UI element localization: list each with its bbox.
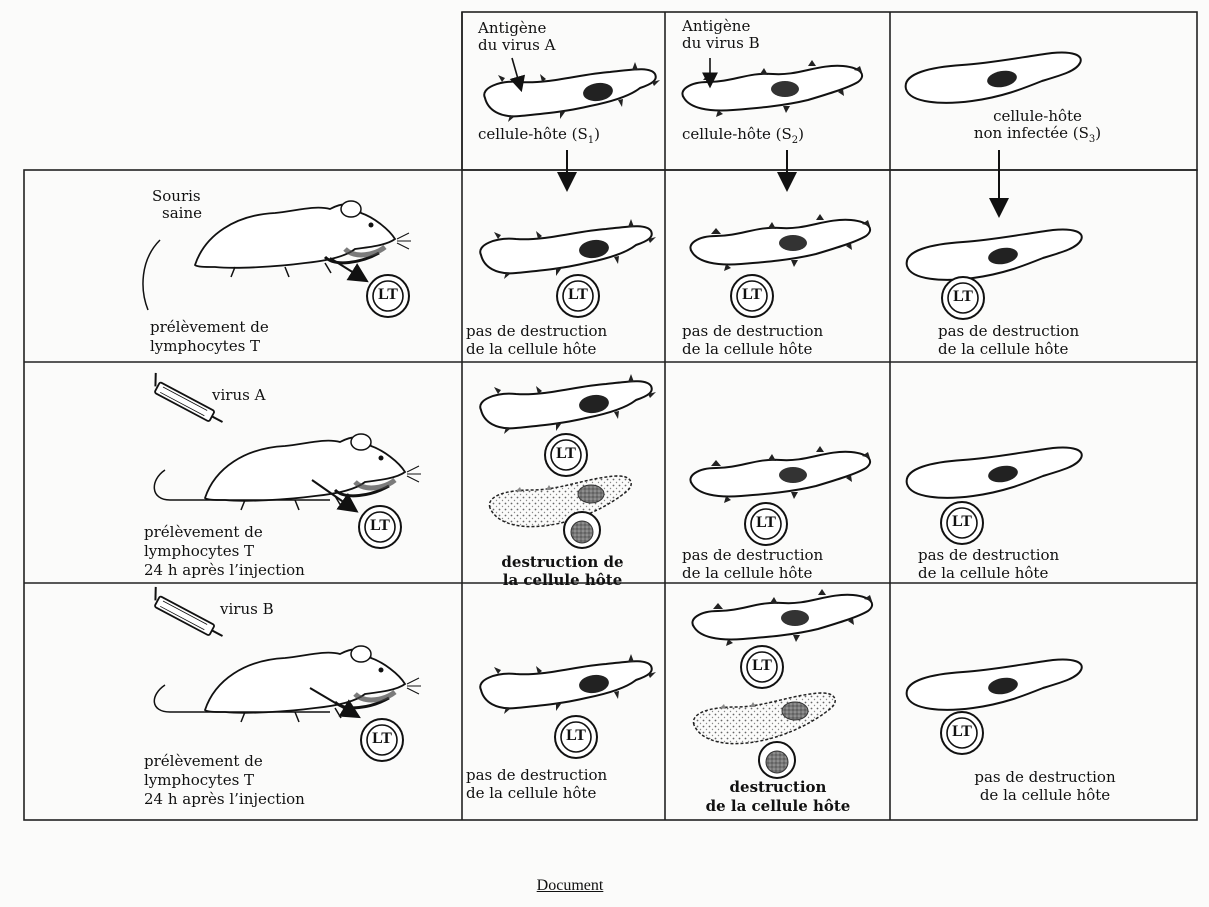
- antigen-b-line1: Antigène: [682, 17, 751, 35]
- result-line2: de la cellule hôte: [979, 786, 1111, 804]
- sample-line2: lymphocytes T: [144, 542, 255, 560]
- result-line1: pas de destruction: [466, 322, 608, 340]
- row3-col2: [691, 588, 874, 779]
- result-line2: de la cellule hôte: [466, 784, 597, 802]
- mouse-label: Souris saine: [152, 188, 202, 222]
- result-line1: pas de destruction: [682, 546, 824, 564]
- sample-line1: prélèvement de: [150, 318, 269, 336]
- lt-label: LT: [372, 730, 392, 747]
- virus-a-label: virus A: [212, 386, 266, 404]
- sample-label-row2: prélèvement de lymphocytes T 24 h après …: [144, 523, 305, 580]
- sample-label-row1: prélèvement de lymphocytes T: [150, 318, 269, 356]
- lt-label: LT: [752, 657, 772, 674]
- result-line2: de la cellule hôte: [938, 340, 1069, 358]
- lt-label: LT: [742, 286, 762, 303]
- mouse-row3: [149, 585, 421, 762]
- row2-col3: [905, 446, 1083, 545]
- row3-col3: [905, 658, 1083, 755]
- mouse-row2: [149, 371, 421, 549]
- antigen-a-line2: du virus A: [478, 36, 556, 54]
- table-grid: [23, 11, 1198, 821]
- lt-label: LT: [953, 288, 973, 305]
- cell-s1-close: ): [594, 125, 601, 143]
- result-line2: la cellule hôte: [502, 571, 623, 589]
- lt-label: LT: [952, 513, 972, 530]
- lt-label: LT: [756, 514, 776, 531]
- result-line2: de la cellule hôte: [918, 564, 1049, 582]
- result-r2c2: pas de destruction de la cellule hôte: [682, 546, 823, 582]
- result-r1c3: pas de destruction de la cellule hôte: [938, 322, 1079, 358]
- lt-label: LT: [566, 727, 586, 744]
- cell-s3-label: cellule-hôte non infectée (S3): [915, 108, 1160, 148]
- lt-label: LT: [568, 286, 588, 303]
- document-title: Document: [536, 877, 604, 894]
- row1-col3: [905, 228, 1083, 320]
- virus-b-label: virus B: [220, 600, 274, 618]
- antigen-a-label: Antigène du virus A: [478, 20, 555, 54]
- lt-label: LT: [370, 517, 390, 534]
- lt-label: LT: [378, 286, 398, 303]
- sample-line3: 24 h après l’injection: [144, 790, 305, 808]
- cell-s3-close: ): [1095, 124, 1102, 142]
- sample-line3: 24 h après l’injection: [144, 561, 305, 579]
- result-r3c1: pas de destruction de la cellule hôte: [466, 766, 607, 802]
- antigen-a-line1: Antigène: [478, 19, 547, 37]
- result-r2c3: pas de destruction de la cellule hôte: [918, 546, 1059, 582]
- lt-label: LT: [556, 445, 576, 462]
- result-line1: pas de destruction: [466, 766, 608, 784]
- result-line1: pas de destruction: [918, 546, 1060, 564]
- cell-s3-line2: non infectée (S: [973, 124, 1089, 142]
- result-line2: de la cellule hôte: [682, 564, 813, 582]
- lt-label: LT: [952, 723, 972, 740]
- sample-line2: lymphocytes T: [144, 771, 255, 789]
- arrows-down: [557, 150, 1009, 218]
- cell-s2-close: ): [798, 125, 805, 143]
- result-line2: de la cellule hôte: [705, 797, 851, 815]
- header-cell-s3: [904, 51, 1082, 104]
- result-r1c2: pas de destruction de la cellule hôte: [682, 322, 823, 358]
- mouse-row1: [142, 201, 411, 318]
- header-cell-s1: [483, 57, 661, 123]
- antigen-b-label: Antigène du virus B: [682, 18, 760, 52]
- cell-s3-sub: 3: [1088, 134, 1096, 145]
- row1-col2: [689, 213, 872, 318]
- cell-s1-text: cellule-hôte (S: [478, 125, 588, 143]
- header-cell-s2: [681, 58, 864, 118]
- result-line1: pas de destruction: [682, 322, 824, 340]
- mouse-label-line2: saine: [162, 204, 202, 222]
- cell-s1-sub: 1: [587, 135, 595, 146]
- result-line2: de la cellule hôte: [682, 340, 813, 358]
- result-line1: pas de destruction: [974, 768, 1116, 786]
- sample-line1: prélèvement de: [144, 752, 263, 770]
- cell-s2-text: cellule-hôte (S: [682, 125, 792, 143]
- result-r3c2: destruction de la cellule hôte: [676, 778, 880, 816]
- result-line1: pas de destruction: [938, 322, 1080, 340]
- result-r3c3: pas de destruction de la cellule hôte: [920, 768, 1170, 804]
- cell-s1-label: cellule-hôte (S1): [478, 125, 600, 150]
- antigen-b-line2: du virus B: [682, 34, 760, 52]
- result-r1c1: pas de destruction de la cellule hôte: [466, 322, 607, 358]
- sample-line2: lymphocytes T: [150, 337, 261, 355]
- result-line2: de la cellule hôte: [466, 340, 597, 358]
- sample-line1: prélèvement de: [144, 523, 263, 541]
- cell-s2-label: cellule-hôte (S2): [682, 125, 804, 150]
- cell-s2-sub: 2: [791, 135, 799, 146]
- cell-s3-line1: cellule-hôte: [993, 107, 1082, 125]
- result-r2c1: destruction de la cellule hôte: [470, 553, 655, 589]
- result-line1: destruction: [729, 778, 827, 796]
- mouse-label-line1: Souris: [152, 187, 201, 205]
- sample-label-row3: prélèvement de lymphocytes T 24 h après …: [144, 752, 305, 809]
- result-line1: destruction de: [501, 553, 624, 571]
